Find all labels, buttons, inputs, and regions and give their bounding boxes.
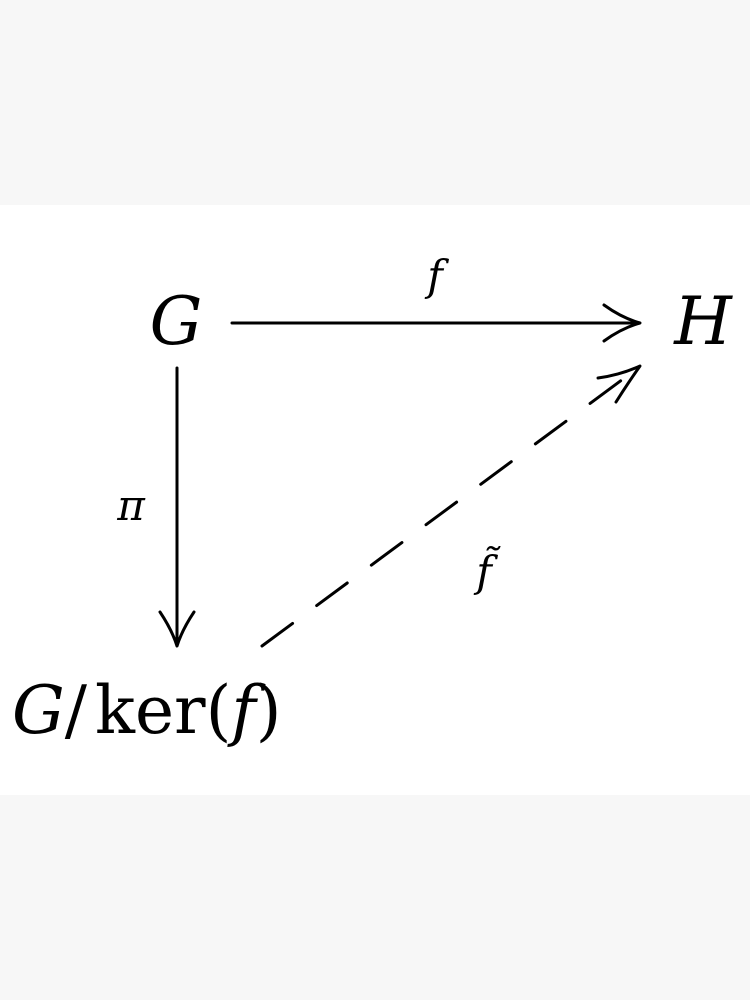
- arrow-f-label: f: [424, 251, 449, 300]
- arrow-f: [230, 303, 642, 343]
- node-h: H: [673, 283, 733, 360]
- arrow-f-tilde-head: [596, 364, 642, 404]
- arrow-pi-label: π: [116, 481, 146, 530]
- quotient-group: G: [12, 672, 65, 749]
- arrow-pi: [158, 366, 196, 648]
- quotient-slash: /: [65, 672, 88, 749]
- arrow-f-tilde-label: f̃: [473, 545, 501, 596]
- kernel-operator: ker: [95, 672, 206, 749]
- arrow-f-tilde-shaft: [260, 366, 640, 648]
- diagram-band: [0, 205, 750, 795]
- node-g: G: [150, 283, 203, 360]
- arrow-f-tilde: [260, 364, 642, 648]
- node-quotient: G/ker(f): [12, 672, 282, 749]
- arrow-pi-head: [158, 610, 196, 648]
- open-paren: (: [206, 672, 232, 749]
- arrow-f-head: [602, 303, 642, 343]
- close-paren: ): [256, 672, 282, 749]
